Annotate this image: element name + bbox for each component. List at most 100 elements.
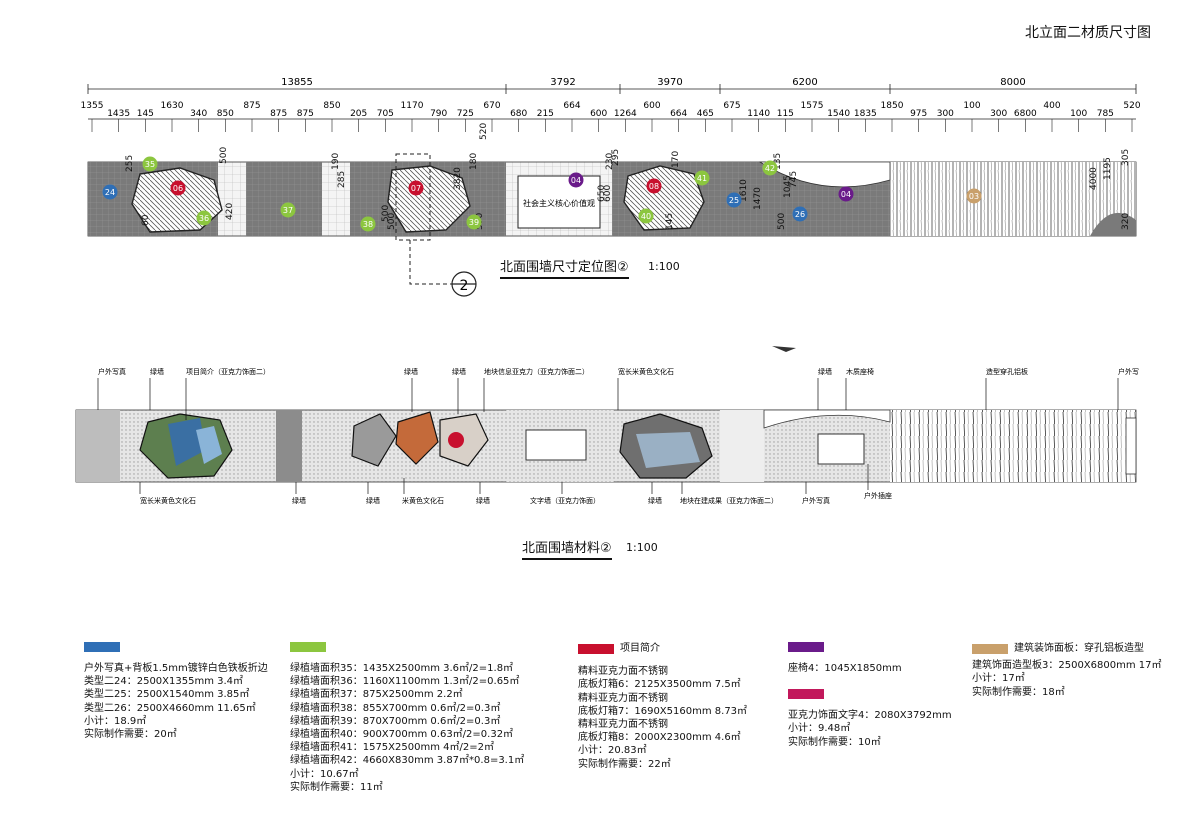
legend-line: 实际制作需要：11㎡ bbox=[290, 781, 383, 793]
mat-label-top-4: 绿墙 bbox=[404, 367, 418, 376]
sub-dimension-label: 600 bbox=[643, 101, 660, 111]
mat-label-bottom-1: 宽长米黄色文化石 bbox=[140, 496, 196, 505]
sub-dimension-label: 145 bbox=[137, 109, 154, 119]
marker-06: 06 bbox=[170, 180, 186, 196]
marker-26: 26 bbox=[792, 206, 808, 222]
marker-label: 04 bbox=[841, 190, 851, 199]
side-dimension-label: 1045 bbox=[783, 175, 793, 198]
marker-label: 35 bbox=[145, 160, 155, 169]
marker-42: 42 bbox=[762, 160, 778, 176]
mat-label-bottom-8: 地块在建成果（亚克力饰面二） bbox=[680, 496, 778, 505]
marker-38: 38 bbox=[360, 216, 376, 232]
marker-37: 37 bbox=[280, 202, 296, 218]
mat-label-top-2: 绿墙 bbox=[150, 367, 164, 376]
sub-dimension-label: 215 bbox=[537, 109, 554, 119]
marker-40: 40 bbox=[638, 208, 654, 224]
mat-label-top-6: 地块信息亚克力（亚克力饰面二） bbox=[484, 367, 589, 376]
side-dimension-label: 650 bbox=[597, 185, 607, 202]
sub-dimension-label: 300 bbox=[990, 109, 1007, 119]
legend-line: 底板灯箱6：2125X3500mm 7.5㎡ bbox=[578, 679, 741, 691]
marker-circle bbox=[638, 208, 654, 224]
marker-04: 04 bbox=[838, 186, 854, 202]
sub-dimension-label: 1835 bbox=[854, 109, 877, 119]
sub-dimension-label: 1850 bbox=[881, 101, 904, 111]
sub-dimension-label: 100 bbox=[963, 101, 980, 111]
sub-dimension-label: 670 bbox=[483, 101, 500, 111]
side-dimension-label: 230 bbox=[605, 153, 615, 170]
side-dimension-label: 500 bbox=[219, 147, 229, 164]
plan2-scale: 1:100 bbox=[626, 541, 658, 554]
mat-label-bottom-10: 户外插座 bbox=[864, 491, 892, 500]
sub-dimension-label: 400 bbox=[1043, 101, 1060, 111]
marker-circle bbox=[280, 202, 296, 218]
sub-dimension-label: 1435 bbox=[107, 109, 130, 119]
legend-red-heading: 项目简介 bbox=[620, 643, 660, 654]
legend-line: 绿植墙面积39：870X700mm 0.6㎡/2=0.3㎡ bbox=[290, 715, 501, 727]
legend-line: 类型二26：2500X4660mm 11.65㎡ bbox=[84, 702, 256, 714]
marker-04: 04 bbox=[568, 172, 584, 188]
sub-dimension-label: 1140 bbox=[747, 109, 770, 119]
legend-line: 实际制作需要：10㎡ bbox=[788, 736, 881, 748]
legend-line: 绿植墙面积40：900X700mm 0.63㎡/2=0.32㎡ bbox=[290, 729, 514, 741]
legend-line: 精料亚克力面不锈钢 bbox=[578, 719, 668, 731]
marker-label: 40 bbox=[641, 212, 651, 221]
sub-dimension-label: 664 bbox=[563, 101, 580, 111]
marker-circle bbox=[196, 210, 212, 226]
side-dimension-label: 500 bbox=[387, 213, 397, 230]
legend-line: 绿植墙面积35：1435X2500mm 3.6㎡/2=1.8㎡ bbox=[290, 663, 514, 674]
side-dimension-label: 190 bbox=[331, 153, 341, 170]
marker-circle bbox=[568, 172, 584, 188]
sub-dimension-label: 100 bbox=[1070, 109, 1087, 119]
sub-dimension-label: 680 bbox=[510, 109, 527, 119]
mat-label-top-11: 户外写 bbox=[1118, 367, 1139, 376]
sub-dimension-label: 785 bbox=[1097, 109, 1114, 119]
dim-total-1: 13855 bbox=[281, 77, 313, 88]
marker-label: 25 bbox=[729, 196, 739, 205]
marker-label: 04 bbox=[571, 176, 581, 185]
side-dimension-label: 180 bbox=[469, 153, 479, 170]
sub-dimension-label: 850 bbox=[217, 109, 234, 119]
legend-line: 底板灯箱7：1690X5160mm 8.73㎡ bbox=[578, 705, 748, 717]
legend-line: 小计：10.67㎡ bbox=[290, 768, 359, 780]
sub-dimension-label: 600 bbox=[590, 109, 607, 119]
side-dimension-label: 305 bbox=[1121, 149, 1131, 166]
marker-circle bbox=[170, 180, 186, 196]
side-dimension-label: 600 bbox=[603, 185, 613, 202]
legend-swatch-magenta bbox=[788, 689, 824, 700]
side-dimension-label: 145 bbox=[665, 213, 675, 230]
sub-dimension-label: 875 bbox=[243, 101, 260, 111]
marker-07: 07 bbox=[408, 180, 424, 196]
legend-tan-heading: 建筑装饰面板：穿孔铝板造型 bbox=[1014, 643, 1144, 654]
sub-dimension-label: 115 bbox=[777, 109, 794, 119]
side-dimension-label: 3820 bbox=[453, 167, 463, 190]
side-dimension-label: 135 bbox=[773, 153, 783, 170]
sub-dimension-label: 725 bbox=[457, 109, 474, 119]
legend-line: 底板灯箱8：2000X2300mm 4.6㎡ bbox=[578, 732, 741, 744]
plan1-title: 北面围墙尺寸定位图② bbox=[500, 256, 629, 279]
marker-circle bbox=[966, 188, 982, 204]
legend-swatch-purple bbox=[788, 642, 824, 652]
marker-39: 39 bbox=[466, 214, 482, 230]
legend-line: 户外写真+背板1.5mm镀锌白色铁板折边 bbox=[84, 663, 268, 674]
plan2-title: 北面围墙材料② bbox=[522, 537, 612, 560]
legend-swatch-green bbox=[290, 642, 326, 652]
marker-label: 03 bbox=[969, 192, 979, 201]
legend-line: 小计：20.83㎡ bbox=[578, 745, 647, 757]
sub-dimension-label: 675 bbox=[723, 101, 740, 111]
side-dimension-label: 4000 bbox=[1089, 167, 1099, 190]
side-dimension-label: 500 bbox=[777, 213, 787, 230]
legend-line: 精料亚克力面不锈钢 bbox=[578, 666, 668, 678]
sub-dimension-label: 850 bbox=[323, 101, 340, 111]
marker-label: 07 bbox=[411, 184, 421, 193]
mat-label-bottom-6: 文字墙（亚克力饰面） bbox=[530, 496, 600, 505]
side-dimension-labels: 2556050042019028550050018057023029514517… bbox=[125, 123, 1131, 230]
legend-line: 绿植墙面积38：855X700mm 0.6㎡/2=0.3㎡ bbox=[290, 702, 501, 714]
marker-circle bbox=[142, 156, 158, 172]
mat-label-top-9: 木质座椅 bbox=[846, 367, 874, 376]
marker-circle bbox=[694, 170, 710, 186]
